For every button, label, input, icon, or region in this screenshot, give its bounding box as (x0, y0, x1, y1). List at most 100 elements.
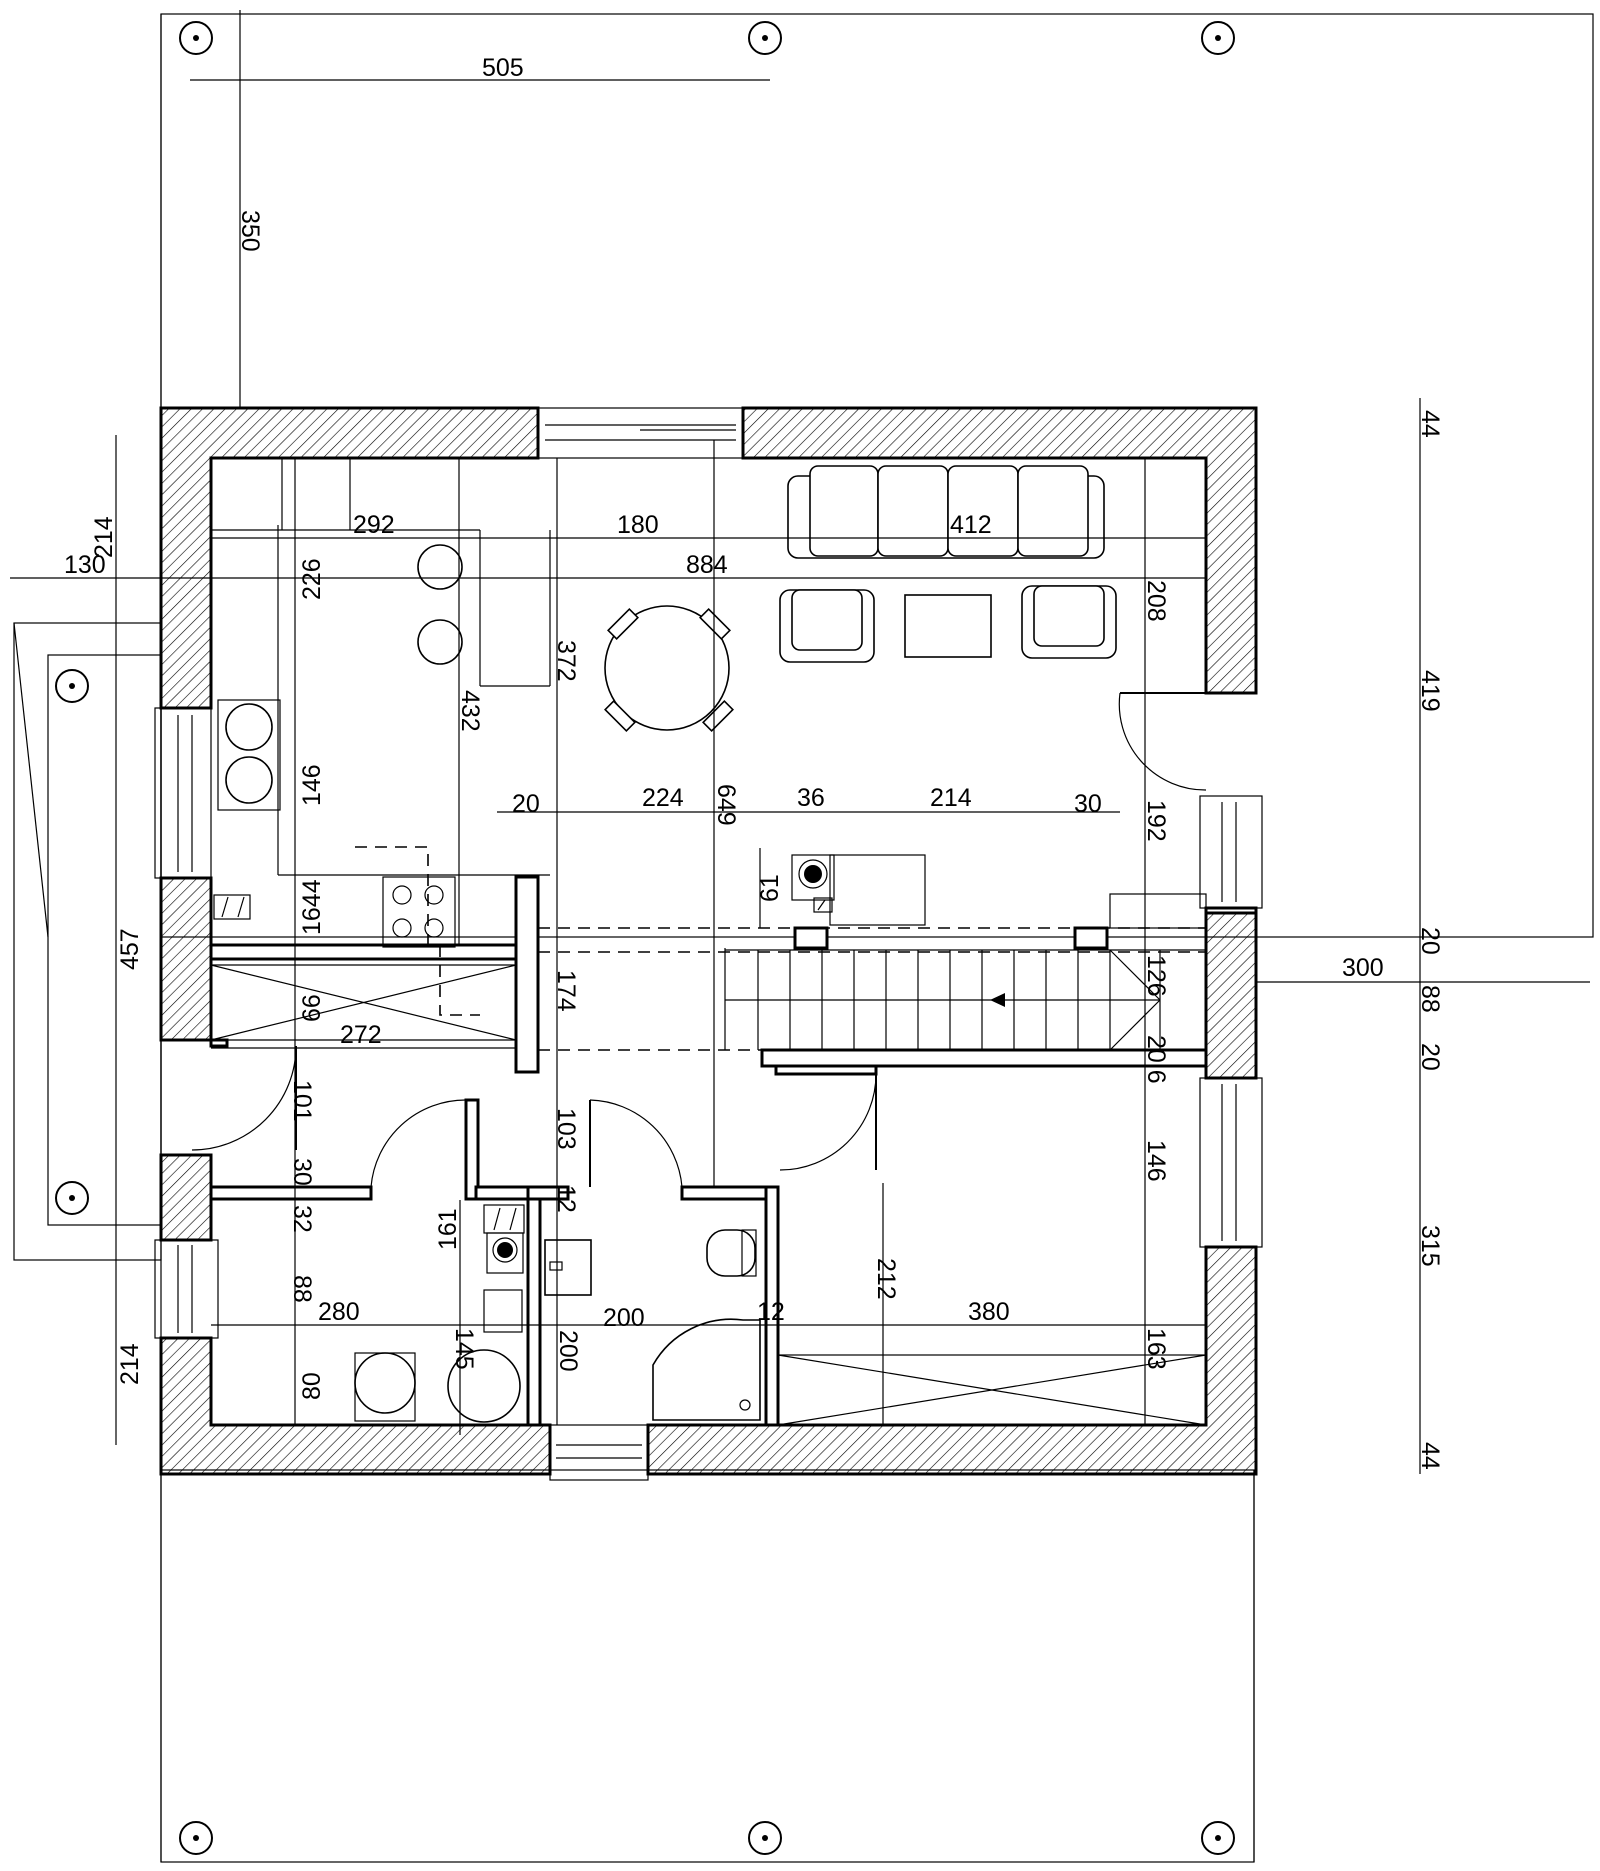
armchair-icon (779, 589, 875, 663)
dimension-lines (10, 10, 1590, 1474)
dim-label: 146 (298, 764, 326, 806)
dining-area (604, 605, 734, 732)
dim-label: 20 (1416, 1043, 1444, 1071)
dim-label: 146 (1142, 1140, 1170, 1182)
door-bedroom (779, 1073, 877, 1171)
dim-label: 212 (872, 1258, 900, 1300)
bathroom (544, 1229, 761, 1421)
dim-label: 419 (1416, 670, 1444, 712)
window-bottom (549, 1424, 649, 1481)
grid-marker (55, 1181, 89, 1215)
dim-label: 505 (482, 54, 524, 82)
shower-icon (652, 1318, 761, 1421)
appliance-icon (483, 1204, 525, 1234)
dim-label: 32 (288, 1205, 316, 1233)
sink-icon (225, 703, 273, 751)
dim-label: 80 (298, 1372, 326, 1400)
dim-label: 380 (968, 1298, 1010, 1326)
boiler-icon (447, 1349, 521, 1423)
grid-marker (55, 669, 89, 703)
dim-label: 36 (797, 784, 825, 812)
cooktop-icon (382, 876, 456, 948)
dim-label: 412 (950, 511, 992, 539)
dim-label: 180 (617, 511, 659, 539)
dim-label: 12 (757, 1298, 785, 1326)
dim-label: 161 (434, 1208, 462, 1250)
stove-icon (486, 1232, 524, 1274)
doors (191, 692, 1207, 1188)
lower-hall (210, 945, 517, 1041)
stool-icon (417, 544, 463, 590)
grid-marker (1201, 21, 1235, 55)
dim-label: 280 (318, 1298, 360, 1326)
dining-table-icon (604, 605, 730, 731)
dim-label: 200 (554, 1330, 582, 1372)
grid-marker (179, 1821, 213, 1855)
appliance-icon (213, 894, 251, 920)
dim-label: 30 (1074, 790, 1102, 818)
dimension-labels: 505 350 292 180 412 884 130 214 457 214 … (64, 54, 1444, 1470)
stool-icon (417, 619, 463, 665)
dim-label: 350 (236, 210, 264, 252)
dim-label: 130 (64, 551, 106, 579)
dim-label: 300 (1342, 954, 1384, 982)
dim-label: 214 (930, 784, 972, 812)
window-left-lower (154, 1239, 219, 1339)
toilet-icon (706, 1229, 756, 1277)
dim-label: 1644 (298, 879, 326, 935)
dim-label: 88 (288, 1275, 316, 1303)
door-hall (191, 1045, 297, 1151)
dim-label: 224 (642, 784, 684, 812)
dim-label: 174 (552, 970, 580, 1012)
staircase (538, 893, 1207, 1051)
bedroom (777, 1354, 1207, 1426)
washbasin-icon (544, 1239, 592, 1296)
dim-label: 372 (552, 640, 580, 682)
dim-label: 163 (1142, 1328, 1170, 1370)
door-utility (370, 1099, 467, 1188)
dim-label: 20 6 (1142, 1035, 1170, 1084)
dim-label: 20 (512, 790, 540, 818)
door-bathroom (589, 1099, 683, 1188)
dim-label: 61 (756, 874, 784, 902)
windows (154, 407, 1263, 1481)
dim-label: 103 (552, 1108, 580, 1150)
utility-room (354, 1204, 525, 1423)
dim-label: 315 (1416, 1225, 1444, 1267)
dim-label: 884 (686, 551, 728, 579)
grid-marker (748, 1821, 782, 1855)
dim-label: 214 (116, 1343, 144, 1385)
dim-label: 457 (116, 928, 144, 970)
stove-icon (791, 854, 835, 901)
dim-label: 649 (712, 784, 740, 826)
sofa-icon (787, 465, 1105, 559)
dim-label: 44 (1416, 1442, 1444, 1470)
dim-label: 200 (603, 1304, 645, 1332)
dim-label: 226 (298, 558, 326, 600)
dim-label: 126 (1142, 955, 1170, 997)
dim-label: 192 (1142, 800, 1170, 842)
window-left-kitchen (154, 707, 212, 879)
dim-label: 20 (1416, 927, 1444, 955)
dim-label: 214 (90, 516, 118, 558)
dim-label: 101 (288, 1080, 316, 1122)
dim-label: 292 (353, 511, 395, 539)
door-entrance (1118, 692, 1207, 791)
dim-label: 12 (552, 1185, 580, 1213)
grid-markers (55, 21, 1235, 1855)
washing-machine-icon (354, 1352, 416, 1414)
dim-label: 30 (288, 1158, 316, 1186)
window-right-lower (1199, 1077, 1263, 1248)
grid-marker (179, 21, 213, 55)
dim-label: 145 (450, 1328, 478, 1370)
living-area (779, 465, 1117, 926)
dim-label: 208 (1142, 580, 1170, 622)
sink-icon (225, 756, 273, 804)
dim-label: 44 (1416, 410, 1444, 438)
grid-marker (1201, 1821, 1235, 1855)
dim-label: 432 (456, 690, 484, 732)
armchair-icon (1021, 585, 1117, 659)
dim-label: 66 (298, 994, 326, 1022)
coffee-table-icon (904, 594, 992, 658)
grid-marker (748, 21, 782, 55)
